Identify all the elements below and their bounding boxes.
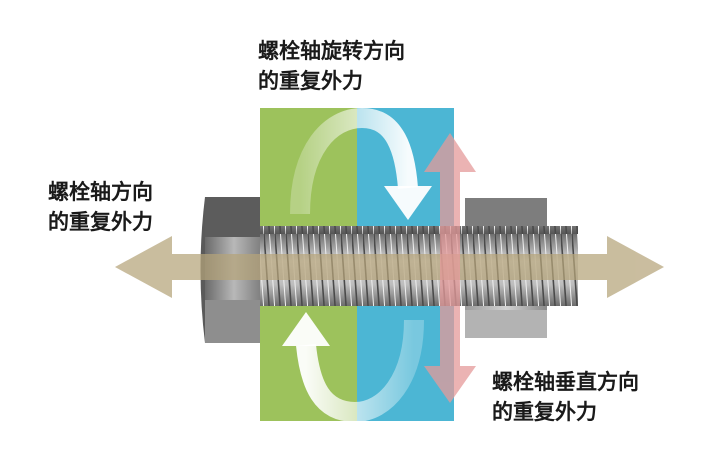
rotation-arrow-bottom [282, 312, 424, 423]
perpendicular-label-line1: 螺栓轴垂直方向 [492, 370, 639, 394]
axial-label-line2: 的重复外力 [48, 210, 153, 234]
rotation-label-line2: 的重复外力 [258, 69, 363, 93]
perpendicular-label-line2: 的重复外力 [492, 400, 597, 424]
perpendicular-force-label: 螺栓轴垂直方向 的重复外力 [492, 367, 639, 427]
rotation-arrow-top [290, 107, 432, 220]
rotation-label-line1: 螺栓轴旋转方向 [258, 39, 405, 63]
axial-label-line1: 螺栓轴方向 [48, 180, 153, 204]
axial-double-arrow [115, 236, 664, 298]
rotation-force-label: 螺栓轴旋转方向 的重复外力 [258, 36, 405, 96]
axial-force-label: 螺栓轴方向 的重复外力 [48, 177, 153, 237]
perpendicular-double-arrow [424, 133, 476, 403]
